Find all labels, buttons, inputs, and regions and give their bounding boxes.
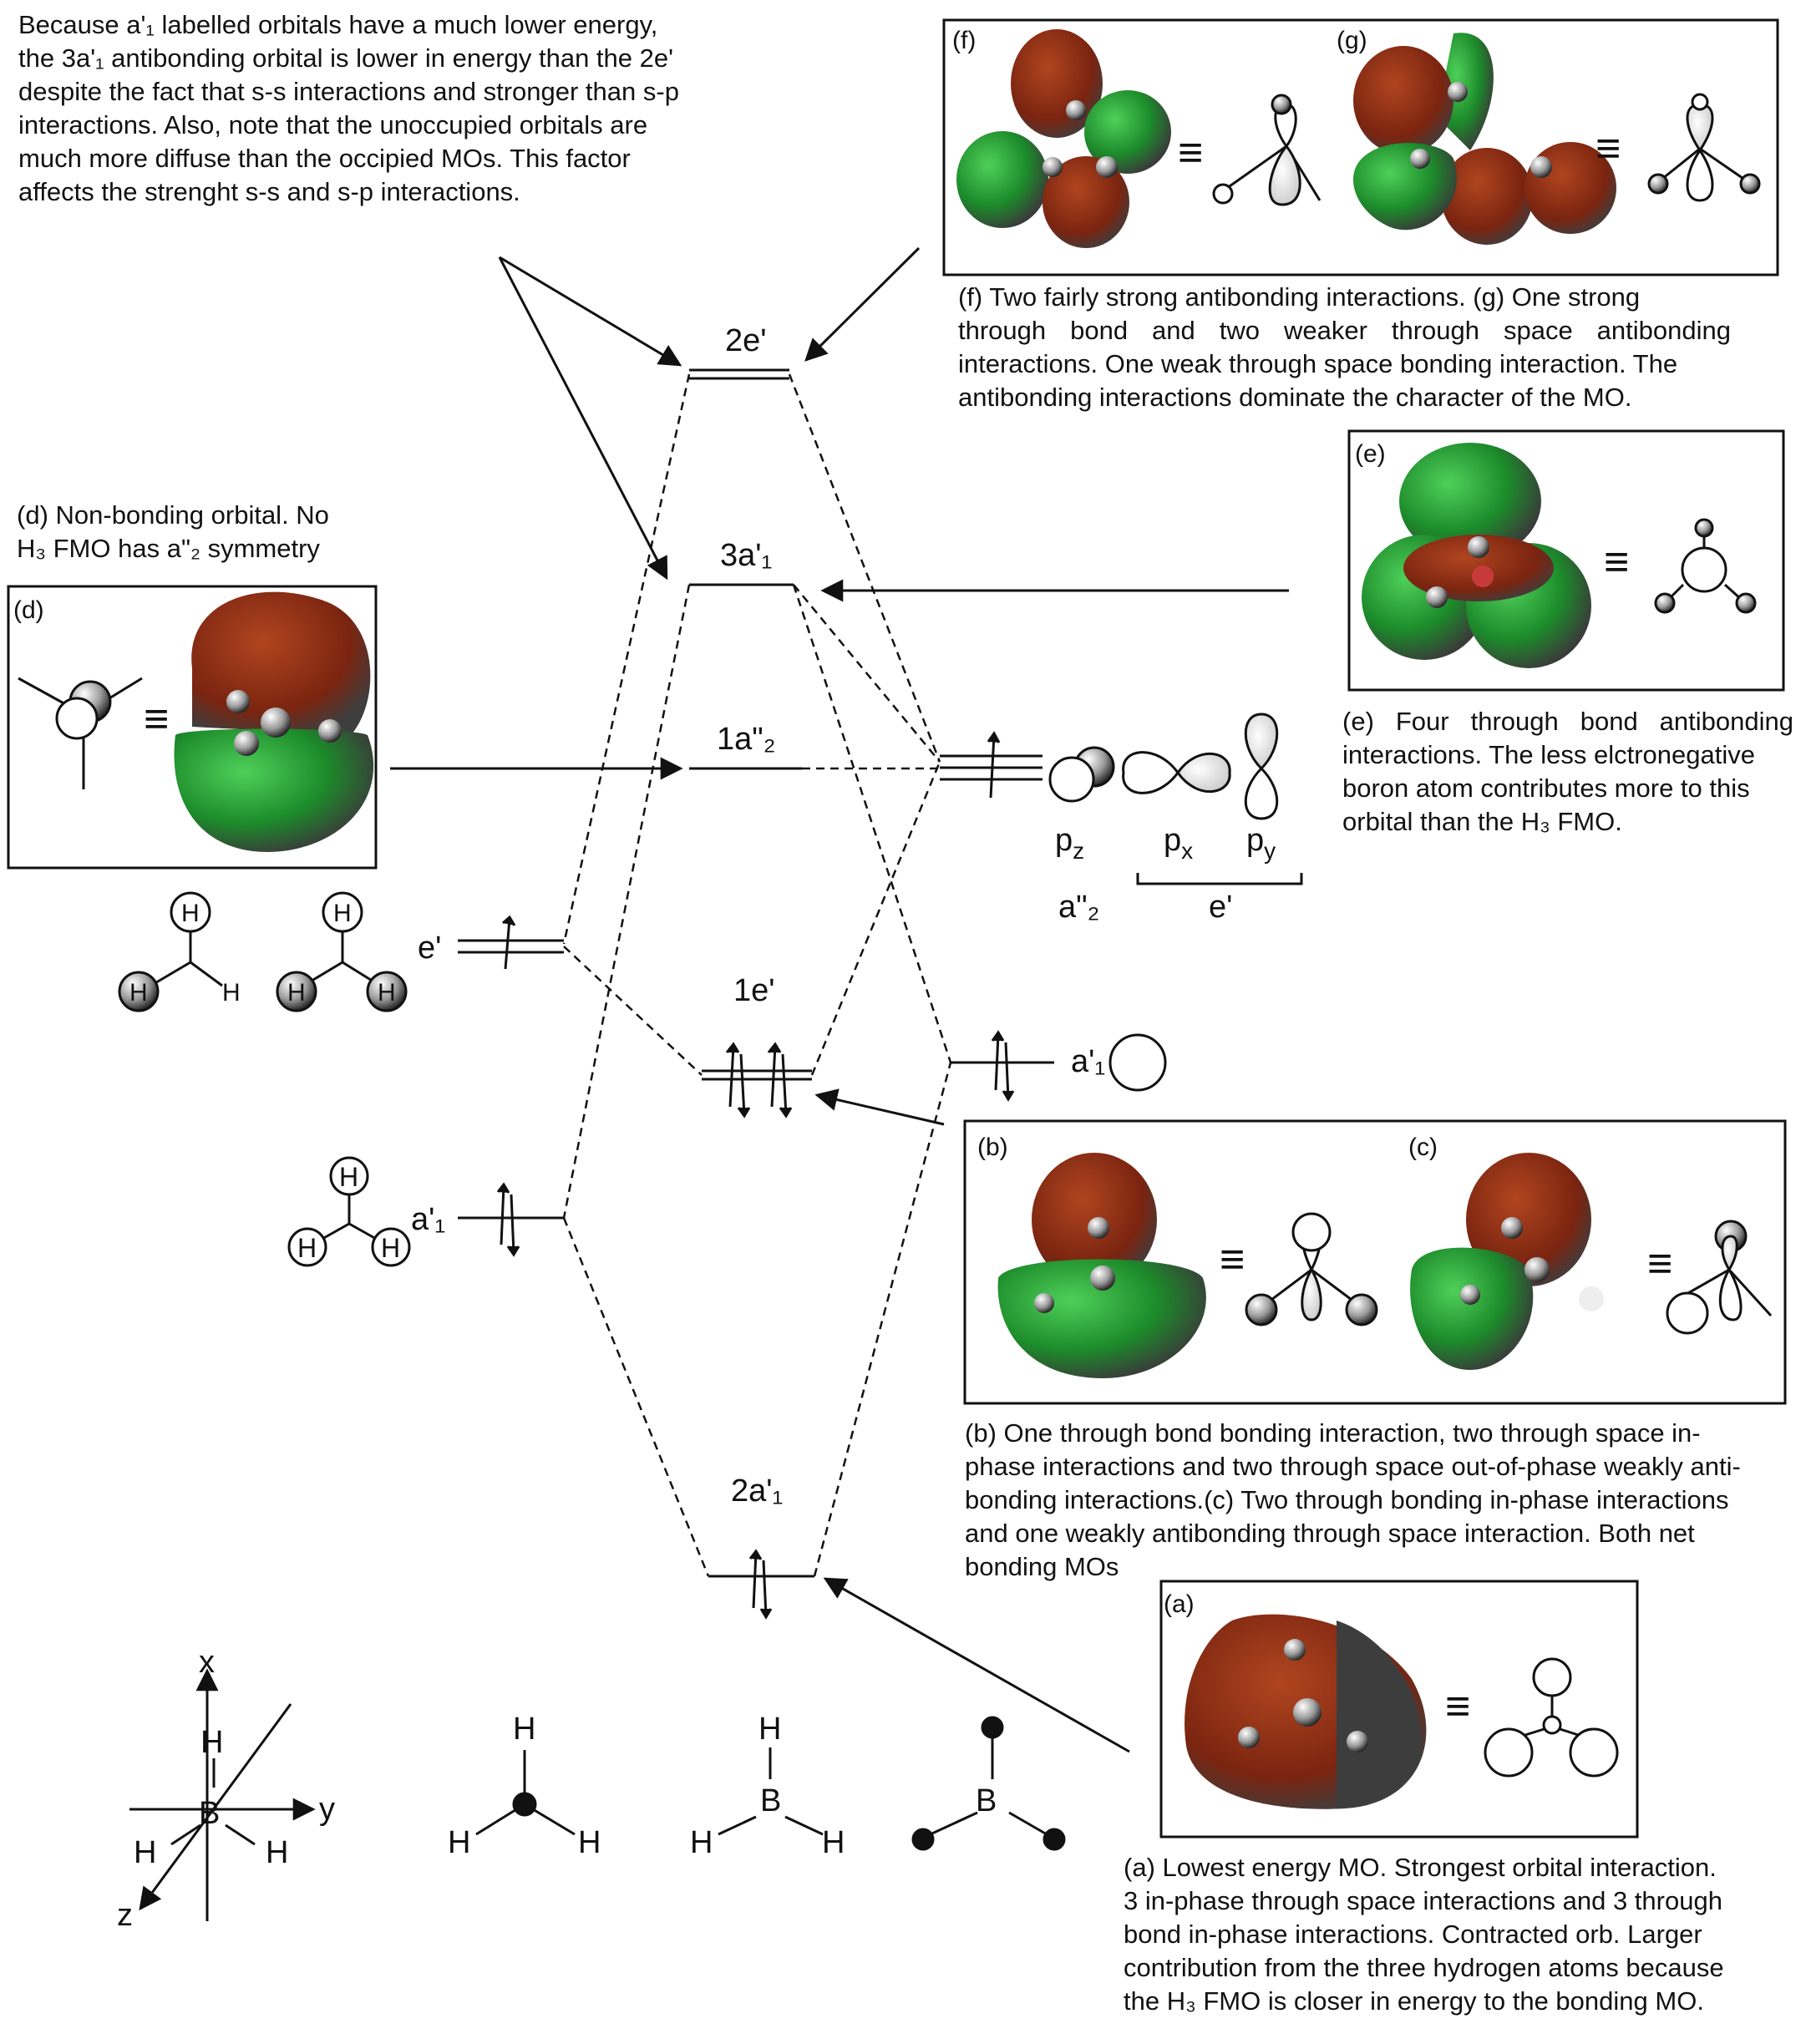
electron-spins <box>496 731 1015 1620</box>
panel-label-a: (a) <box>1164 1590 1195 1618</box>
svg-text:H: H <box>181 900 200 927</box>
svg-text:px: px <box>1164 823 1193 864</box>
svg-text:≡: ≡ <box>144 695 169 743</box>
bh3-dot-structure-labels: H H H <box>448 1712 601 1860</box>
h3-fmo-a1-picture: H H H <box>287 1156 411 1267</box>
note-top-left: Because aʹ₁ labelled orbitals have a muc… <box>18 10 679 206</box>
label-2a1: 2aʹ₁ <box>731 1473 783 1509</box>
panel-e: (e) ≡ <box>1347 429 1785 692</box>
note-bc: (b) One through bond bonding interaction… <box>965 1418 1741 1581</box>
fmo-label-a1: aʹ₁ <box>411 1202 445 1237</box>
ao-label-a1: aʹ₁ <box>1071 1044 1105 1079</box>
svg-text:H: H <box>822 1825 845 1860</box>
svg-text:H: H <box>222 979 241 1007</box>
svg-text:≡: ≡ <box>1445 1682 1470 1731</box>
svg-text:H: H <box>266 1835 288 1870</box>
bh3-axis-labels: x y z H B H H <box>117 1645 335 1933</box>
svg-text:H: H <box>381 1233 400 1263</box>
label-3a1: 3aʹ₁ <box>720 538 772 573</box>
svg-text:py: py <box>1246 823 1276 864</box>
svg-text:H: H <box>578 1825 601 1860</box>
panel-fg: (f) (g) ≡ ≡ <box>942 18 1779 276</box>
panel-label-d: (d) <box>13 596 44 624</box>
bh3-lewis-structure-labels: H B H H <box>690 1712 845 1860</box>
label-2e: 2eʹ <box>725 323 767 358</box>
panel-label-f: (f) <box>952 27 976 54</box>
svg-text:pz: pz <box>1055 823 1084 864</box>
svg-text:H: H <box>200 1725 223 1760</box>
svg-text:B: B <box>199 1796 220 1831</box>
svg-text:z: z <box>117 1898 133 1933</box>
panel-label-c: (c) <box>1408 1134 1438 1161</box>
svg-text:H: H <box>448 1825 470 1860</box>
bh3-ball-stick-boron: B <box>976 1783 997 1818</box>
panel-label-b: (b) <box>977 1134 1008 1161</box>
panel-label-g: (g) <box>1337 27 1367 54</box>
svg-text:y: y <box>319 1792 335 1827</box>
level-labels: 2eʹ 3aʹ₁ 1aʺ₂ 1eʹ 2aʹ₁ eʹ aʹ₁ aʹ₁ <box>411 323 1105 1509</box>
label-1e: 1eʹ <box>733 973 775 1008</box>
svg-text:≡: ≡ <box>1604 538 1629 586</box>
svg-text:≡: ≡ <box>1220 1235 1245 1284</box>
bh3-ball-stick <box>911 1716 1066 1851</box>
bh3-lewis-structure <box>718 1747 824 1836</box>
label-1a2: 1aʺ₂ <box>717 722 776 757</box>
ao-label-a2: aʺ₂ <box>1058 890 1099 925</box>
svg-text:≡: ≡ <box>1178 129 1203 177</box>
svg-text:H: H <box>378 979 396 1007</box>
p-orbital-set <box>1048 713 1303 1092</box>
svg-text:H: H <box>690 1825 713 1860</box>
svg-text:H: H <box>339 1162 358 1192</box>
svg-text:H: H <box>129 979 148 1007</box>
svg-text:B: B <box>760 1783 781 1818</box>
panel-d: (d) ≡ <box>7 585 378 870</box>
p-orbital-labels: pz px py aʺ₂ eʹ <box>1055 823 1276 925</box>
svg-text:x: x <box>199 1645 215 1680</box>
h3-fmo-e-labels: H H H H H H <box>129 900 396 1007</box>
svg-text:H: H <box>134 1835 156 1870</box>
correlation-lines <box>562 373 952 1577</box>
svg-text:H: H <box>297 1233 317 1263</box>
ao-label-e: eʹ <box>1209 890 1232 925</box>
svg-text:H: H <box>333 900 352 927</box>
fmo-label-e: eʹ <box>418 931 441 966</box>
panel-bc: (b) (c) ≡ ≡ <box>963 1119 1787 1405</box>
pointer-arrows <box>390 246 1289 1753</box>
bh3-dot-structure <box>475 1750 576 1836</box>
bh3-axis-frame <box>129 1668 316 1921</box>
svg-text:H: H <box>287 979 306 1007</box>
svg-text:≡: ≡ <box>1647 1240 1672 1288</box>
h3-fmo-e-pictures <box>118 891 408 1012</box>
note-a: (a) Lowest energy MO. Strongest orbital … <box>1124 1853 1724 2016</box>
note-fg: (f) Two fairly strong antibonding intera… <box>958 282 1731 412</box>
note-d: (d) Non-bonding orbital. No H₃ FMO has a… <box>17 500 329 563</box>
panel-label-e: (e) <box>1355 440 1386 468</box>
panel-a: (a) ≡ <box>1159 1580 1639 1839</box>
note-e: (e) Four through bond antibonding intera… <box>1342 707 1793 836</box>
svg-text:H: H <box>758 1712 781 1747</box>
svg-text:≡: ≡ <box>1595 124 1621 173</box>
svg-text:H: H <box>513 1712 535 1747</box>
